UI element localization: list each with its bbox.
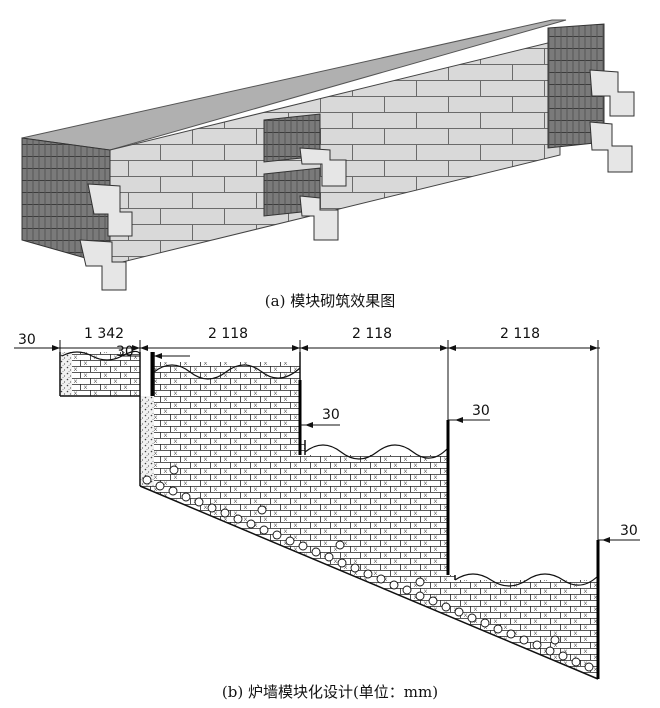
- dim-left-offset: 30: [18, 332, 36, 348]
- dim-seg2: 2 118: [208, 326, 248, 342]
- section-brick-fill: [60, 352, 598, 679]
- dim-seg2-gap: 30: [322, 407, 340, 423]
- dim-seg4-gap: 30: [620, 523, 638, 539]
- dimension-arrows: [52, 345, 610, 543]
- anchor-circles: [142, 465, 594, 672]
- dim-seg3: 2 118: [352, 326, 392, 342]
- anchor-right-lower: [589, 121, 633, 173]
- anchor-brackets: [79, 69, 635, 291]
- wave-step4: [454, 573, 599, 587]
- anchor-mid-upper: [299, 147, 347, 187]
- anchor-right-upper: [589, 69, 635, 117]
- steel-edges: [150, 352, 600, 679]
- dim-seg1: 1 342: [84, 326, 124, 342]
- dim-seg4: 2 118: [500, 326, 540, 342]
- anchor-left-lower: [79, 239, 127, 291]
- wave-step3: [304, 444, 449, 460]
- wave-step2: [153, 364, 301, 380]
- anchor-mid-lower: [299, 195, 339, 241]
- wall-3d-illustration: [21, 19, 635, 291]
- wave-step1: [61, 350, 141, 361]
- dim-seg1-gap: 30: [116, 344, 134, 360]
- caption-b: (b) 炉墙模块化设计(单位：mm): [221, 683, 439, 701]
- anchor-left-upper: [87, 183, 133, 237]
- dim-seg3-gap: 30: [472, 403, 490, 419]
- caption-a: (a) 模块砌筑效果图: [264, 292, 396, 310]
- wall-section-drawing: 30 1 342 30 2 118 30 2 118 30 2 118 30: [14, 326, 640, 680]
